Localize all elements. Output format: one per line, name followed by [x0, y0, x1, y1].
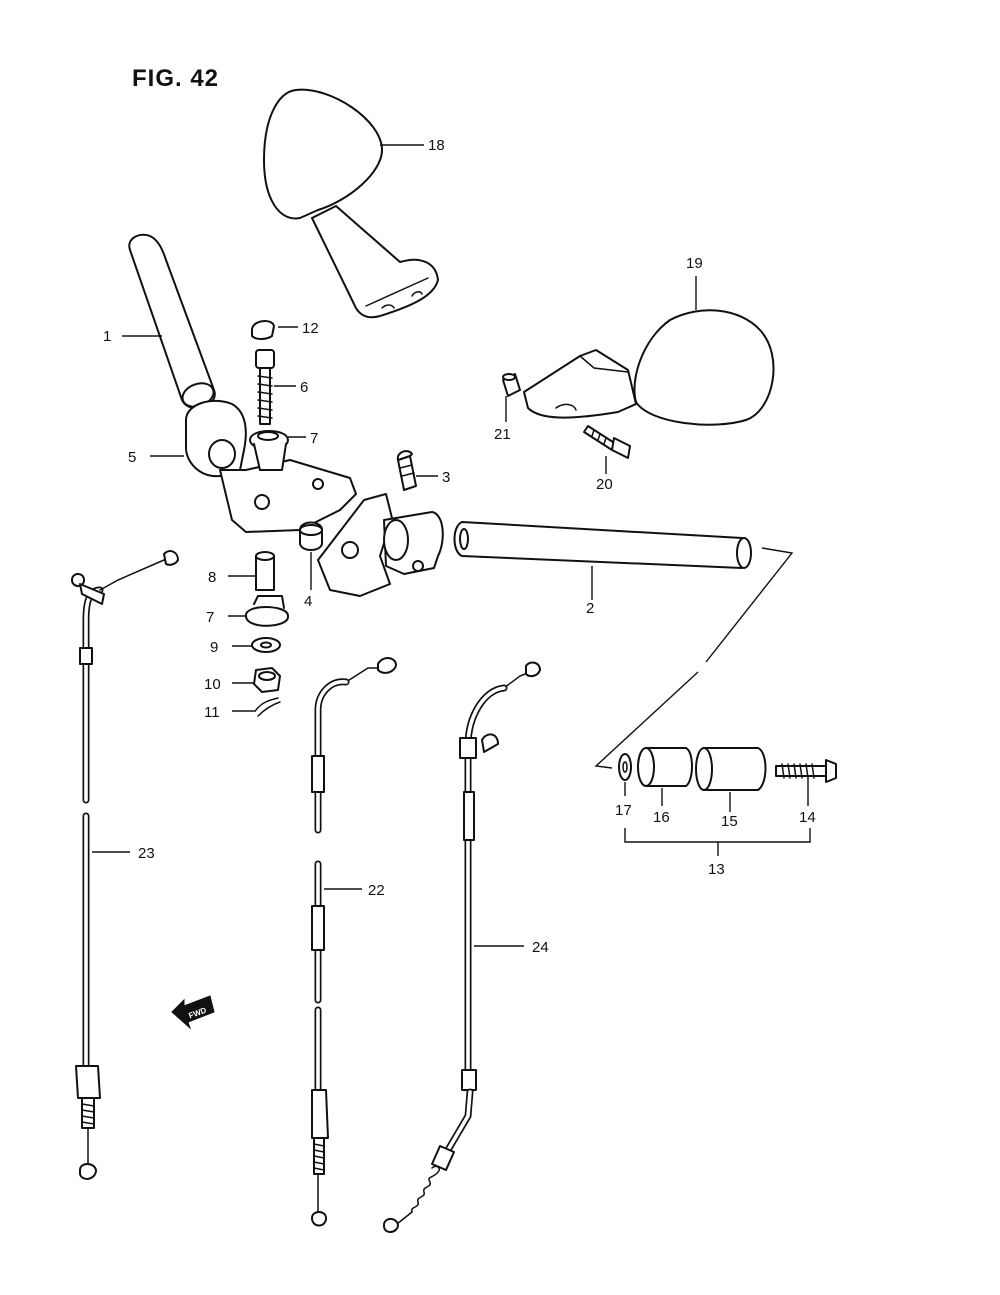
part-number-7-upper: 7	[310, 430, 318, 447]
part-number-10: 10	[204, 676, 221, 693]
part-number-21: 21	[494, 426, 511, 443]
mirror-bolt	[583, 425, 631, 459]
part-number-15: 15	[721, 813, 738, 830]
part-number-2: 2	[586, 600, 594, 617]
part-number-5: 5	[128, 449, 136, 466]
bolt-cap	[251, 320, 275, 340]
small-bolt	[396, 450, 417, 491]
part-number-16: 16	[653, 809, 670, 826]
part-number-7-lower: 7	[206, 609, 214, 626]
part-numbers: 18 1 12 6 7 5 3 4 2 19 21 20 8 7 9 10 11…	[103, 137, 816, 956]
mirror-collar	[502, 373, 521, 397]
spacer-tube	[255, 551, 275, 591]
cable-24	[383, 661, 541, 1233]
right-handlebar	[453, 521, 752, 569]
part-number-24: 24	[532, 939, 549, 956]
bar-end-set	[618, 747, 837, 791]
part-number-19: 19	[686, 255, 703, 272]
right-mirror	[523, 309, 775, 426]
cable-23	[71, 550, 179, 1180]
part-number-14: 14	[799, 809, 816, 826]
washer	[251, 637, 281, 653]
part-number-1: 1	[103, 328, 111, 345]
part-number-3: 3	[442, 469, 450, 486]
leader-lines	[92, 144, 811, 947]
cotter-pin	[255, 697, 281, 717]
spacer-collar	[299, 521, 323, 551]
part-number-18: 18	[428, 137, 445, 154]
part-number-9: 9	[210, 639, 218, 656]
figure-title: FIG. 42	[132, 65, 219, 92]
part-number-17: 17	[615, 802, 632, 819]
cable-22	[311, 657, 397, 1227]
part-number-11: 11	[204, 704, 220, 721]
holder-bolt	[255, 349, 275, 425]
part-number-12: 12	[302, 320, 319, 337]
part-number-6: 6	[300, 379, 308, 396]
forward-arrow-icon: FWD	[171, 995, 215, 1030]
handlebar-holder-right	[317, 493, 444, 597]
part-number-22: 22	[368, 882, 385, 899]
part-number-20: 20	[596, 476, 613, 493]
left-handlebar	[128, 233, 216, 410]
nut	[253, 667, 281, 693]
part-number-13: 13	[708, 861, 725, 878]
left-mirror	[263, 88, 439, 319]
part-number-8: 8	[208, 569, 216, 586]
reference-lines	[594, 547, 794, 769]
lower-damper	[245, 595, 289, 627]
part-number-4: 4	[304, 593, 312, 610]
upper-damper	[249, 430, 289, 471]
part-number-23: 23	[138, 845, 155, 862]
